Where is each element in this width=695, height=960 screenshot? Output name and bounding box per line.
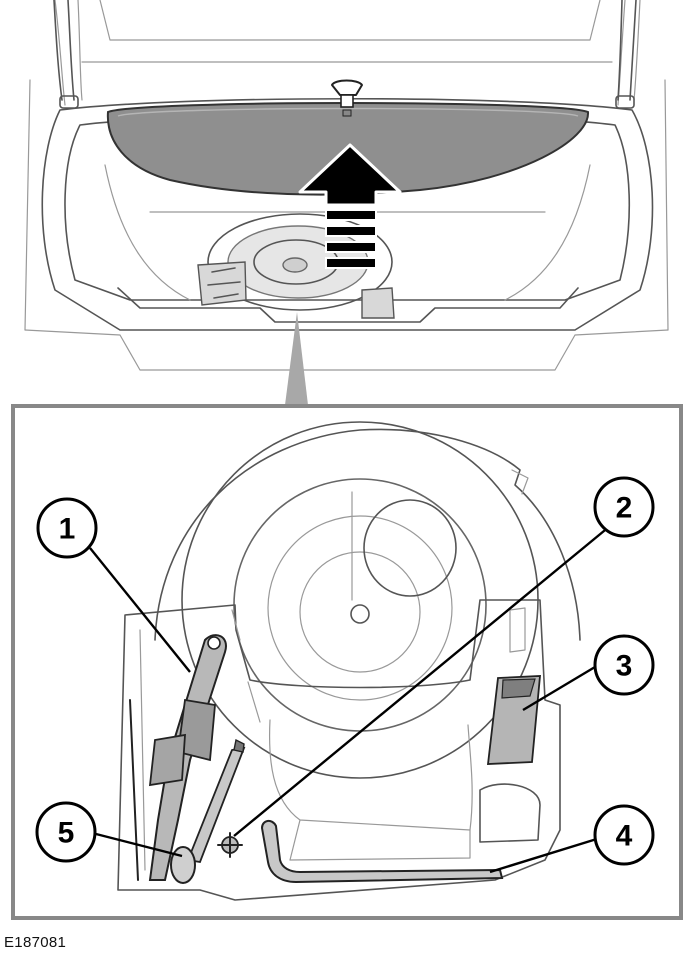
jack <box>129 634 227 881</box>
storage-pouch <box>479 607 541 843</box>
boot-overview <box>24 0 669 405</box>
figure-code: E187081 <box>4 934 67 951</box>
svg-text:5: 5 <box>58 817 75 850</box>
svg-text:1: 1 <box>59 513 76 546</box>
svg-text:4: 4 <box>616 820 633 853</box>
callout-5: 5 <box>35 801 97 863</box>
leader-1 <box>89 547 191 673</box>
leader-5 <box>95 832 183 858</box>
nut-adapter <box>217 832 243 858</box>
callout-1: 1 <box>36 497 98 559</box>
leader-3 <box>522 662 601 712</box>
jack-handle <box>170 738 246 884</box>
leader-4 <box>489 836 601 874</box>
callout-4: 4 <box>593 804 655 866</box>
callout-3: 3 <box>593 634 655 696</box>
leader-2 <box>233 525 611 837</box>
detail-pointer <box>285 312 308 405</box>
wheel-brace <box>260 820 504 884</box>
svg-text:3: 3 <box>616 650 633 683</box>
callout-2: 2 <box>593 476 655 538</box>
detail-view: 1 2 3 4 5 <box>11 404 683 920</box>
lift-arrow <box>298 143 402 269</box>
svg-text:2: 2 <box>616 492 633 525</box>
